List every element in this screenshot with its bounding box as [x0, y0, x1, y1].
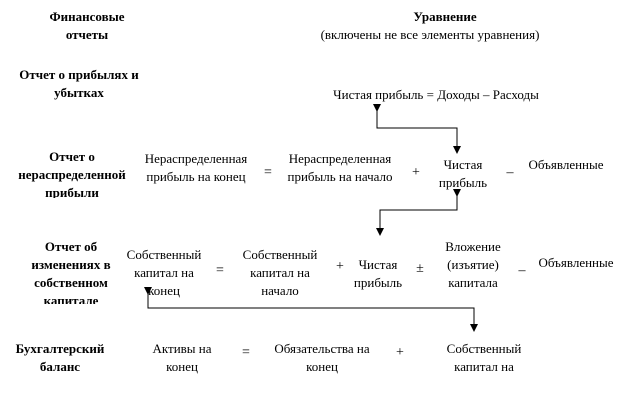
plus-sign: + — [412, 165, 420, 180]
equals-sign: = — [264, 165, 272, 180]
arrow-income-to-retained — [373, 104, 461, 154]
net-income-equation: Чистая прибыль = Доходы – Расходы — [333, 87, 539, 102]
row-label-equity-statement: Отчет об изменениях в собственном капита… — [31, 239, 111, 304]
equity-dividends: Объявленные — [538, 255, 614, 270]
plus-sign: + — [396, 345, 404, 360]
header-statements: Финансовые отчеты — [49, 9, 125, 42]
minus-sign: – — [518, 263, 526, 278]
row-label-balance-sheet: Бухгалтерский баланс — [15, 341, 105, 374]
arrow-retained-to-equity — [376, 189, 461, 236]
balance-equity: Собственный капитал на — [446, 341, 522, 374]
minus-sign: – — [506, 165, 514, 180]
row-label-income-statement: Отчет о прибылях и убытках — [19, 67, 139, 100]
arrow-equity-to-balance — [144, 287, 478, 332]
assets-end: Активы на конец — [152, 341, 212, 374]
header-equation-subtitle: (включены не все элементы уравнения) — [320, 27, 540, 42]
equity-net-income: Чистая прибыль — [353, 257, 403, 290]
equals-sign: = — [242, 345, 250, 360]
row-label-retained-earnings: Отчет о нераспределенной прибыли — [18, 149, 126, 198]
equals-sign: = — [216, 263, 224, 278]
header-equation-title: Уравнение — [413, 9, 477, 24]
retained-earnings-begin: Нераспределенная прибыль на начало — [287, 151, 393, 184]
retained-net-income: Чистая прибыль — [438, 157, 488, 190]
retained-dividends: Объявленные — [528, 157, 604, 172]
plus-minus-sign: ± — [416, 261, 424, 276]
capital-contribution: Вложение (изъятие) капитала — [445, 239, 501, 290]
retained-earnings-end: Нераспределенная прибыль на конец — [144, 151, 248, 184]
liabilities-end: Обязательства на конец — [274, 341, 370, 374]
plus-sign: + — [336, 259, 344, 274]
